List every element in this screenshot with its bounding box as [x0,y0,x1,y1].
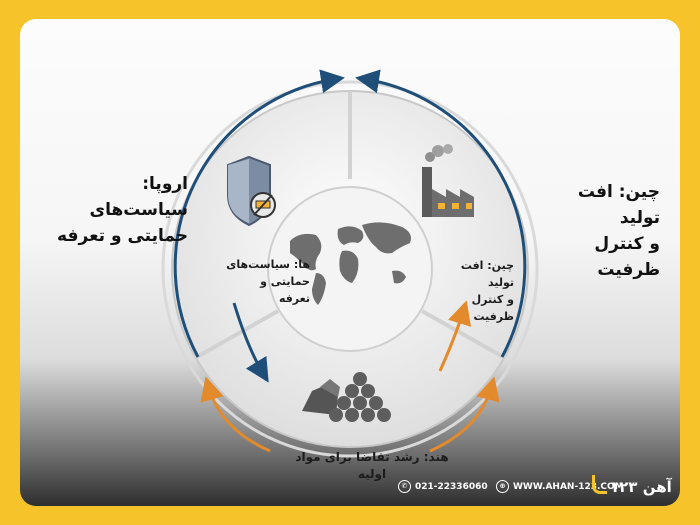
logo-mark [592,475,607,494]
china-segment-label: چین: افت تولید و کنترل ظرفیت [432,257,514,325]
inner-arrow-blue [232,302,269,383]
china-side-line2: و کنترل ظرفیت [594,234,660,280]
footer-bar: ✆ 021-22336060 ⊕ WWW.AHAN-123.COM آهن ۱۲… [20,466,680,506]
outer-arrow-orange-right [429,376,500,453]
shield-icon [227,155,276,227]
phone-contact[interactable]: ✆ 021-22336060 [398,480,488,493]
outer-ring-border [161,80,539,458]
inner-arrow-orange [438,300,472,372]
europe-segment-label: ها: سیاست‌های حمایتی و تعرفه [226,256,310,307]
outer-arrow-orange-left [200,376,271,453]
website-link[interactable]: ⊕ WWW.AHAN-123.COM [496,480,624,493]
europe-side-line1: اروپا: سیاست‌های [89,174,188,220]
infographic-frame: اروپا: سیاست‌های حمایتی و تعرفه چین: افت… [20,19,680,506]
factory-icon [422,144,474,217]
world-map-icon [290,222,411,305]
india-segment-label: هند: رشد تقاضا برای مواد اولیه [295,450,449,481]
europe-side-label: اروپا: سیاست‌های حمایتی و تعرفه [48,171,188,249]
outer-arrow-right [355,69,527,358]
europe-side-line2: حمایتی و تعرفه [57,226,188,246]
divider-right [421,309,506,360]
cycle-diagram [161,69,539,458]
phone-icon: ✆ [398,480,411,493]
china-segment-line1: چین: افت تولید [460,259,514,289]
rocks-icon [302,372,391,422]
divider-left [194,309,279,360]
europe-segment-line2: حمایتی و تعرفه [260,275,310,305]
phone-number: 021-22336060 [415,481,488,492]
brand-logo: آهن ۱۲۳ [610,478,672,496]
china-side-line1: چین: افت تولید [577,182,660,228]
outer-arrow-left [173,69,345,358]
china-side-label: چین: افت تولید و کنترل ظرفیت [538,179,660,283]
europe-segment-line1: ها: سیاست‌های [226,258,310,271]
china-segment-line2: و کنترل ظرفیت [471,293,514,323]
globe-icon: ⊕ [496,480,509,493]
website-url: WWW.AHAN-123.COM [513,481,624,492]
